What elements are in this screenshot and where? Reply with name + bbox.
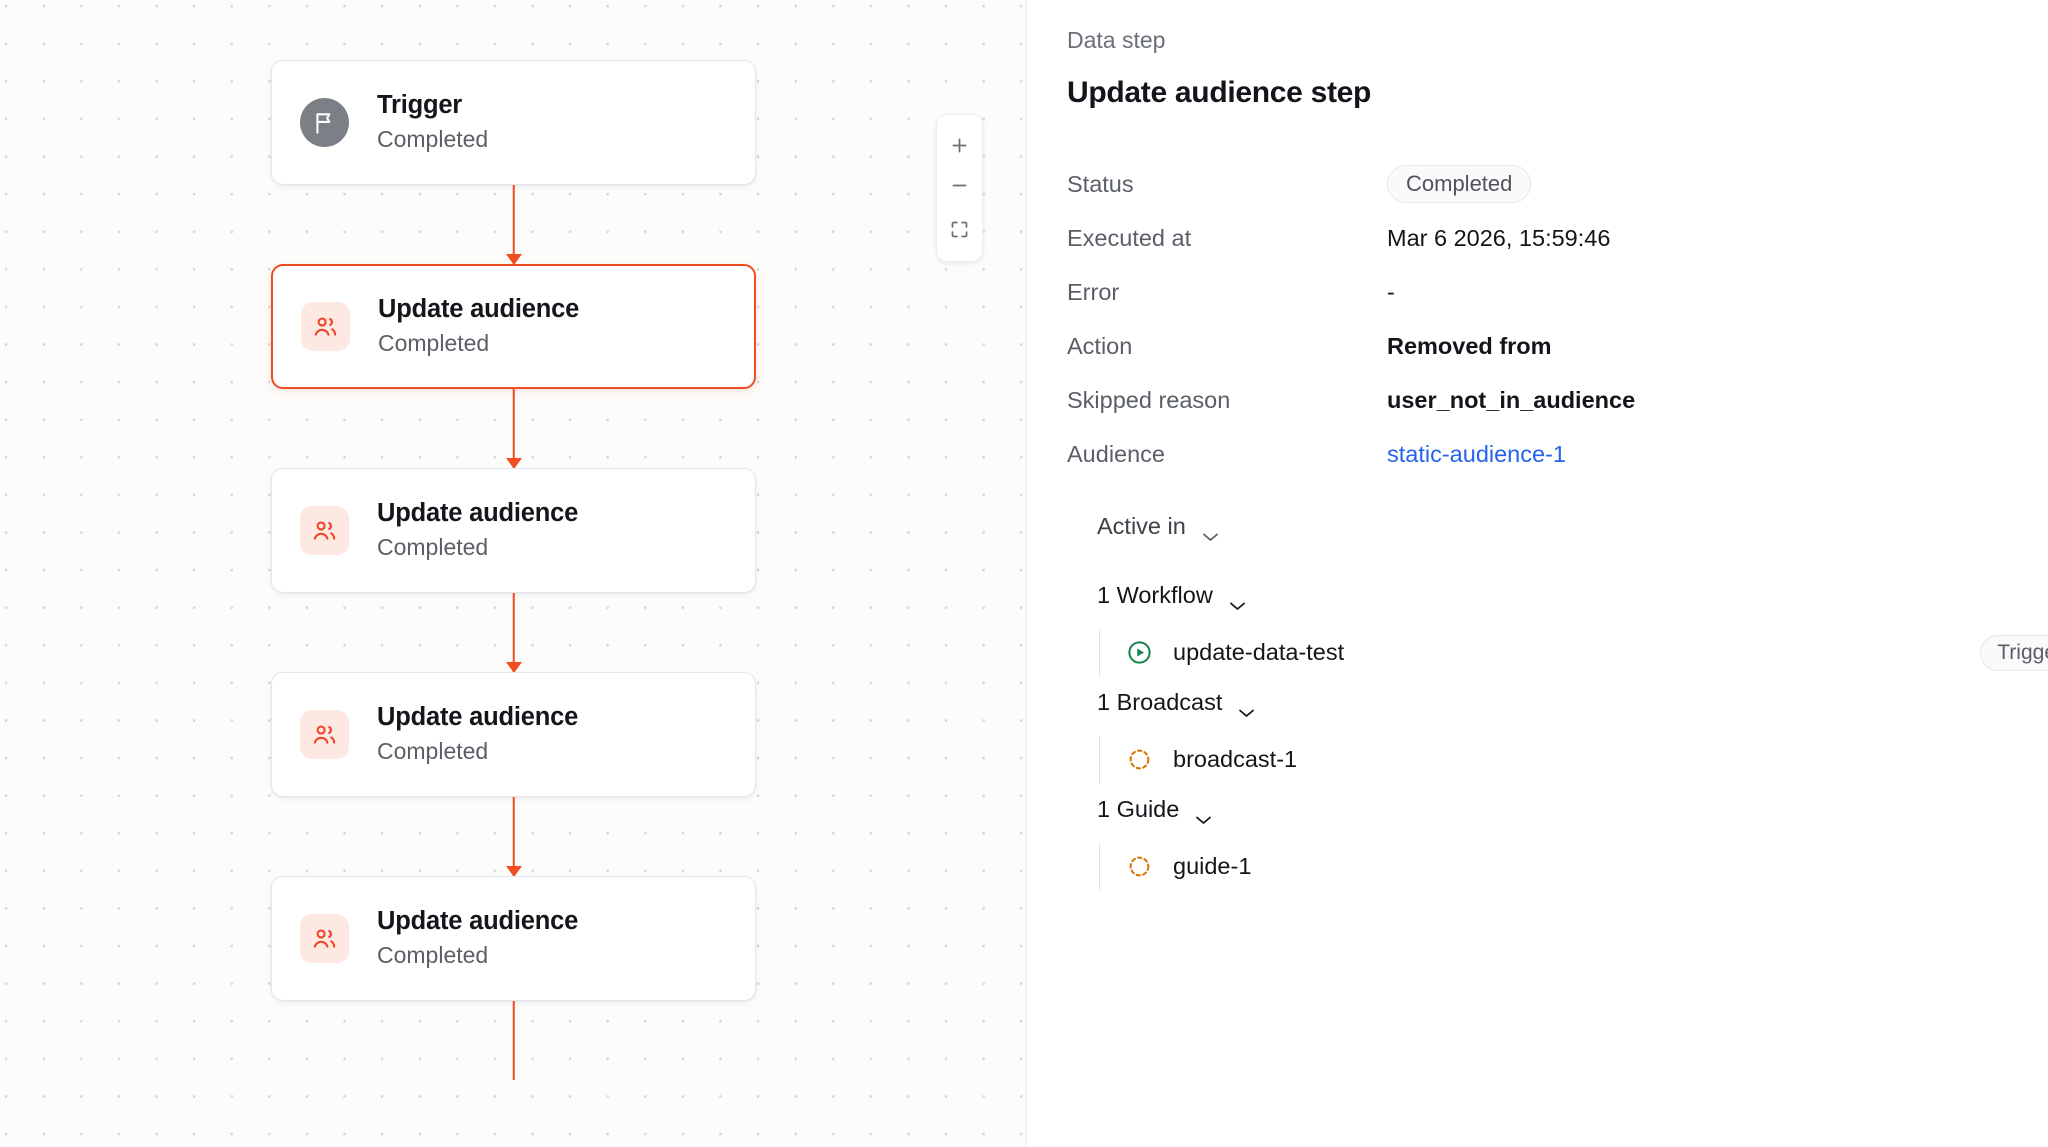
detail-label: Status <box>1067 171 1134 198</box>
group-label: 1 Broadcast <box>1097 688 1223 715</box>
active-in-toggle[interactable]: Active in <box>1097 512 2008 542</box>
group-toggle-guide[interactable]: 1 Guide <box>1097 795 2008 825</box>
connector-arrow <box>271 593 756 673</box>
detail-label: Executed at <box>1067 225 1192 252</box>
detail-value: Removed from <box>1387 333 1552 360</box>
detail-label: Action <box>1067 333 1133 360</box>
connector-arrow <box>271 185 756 265</box>
zoom-in-button[interactable] <box>939 125 981 165</box>
group-label: 1 Workflow <box>1097 581 1213 608</box>
zoom-out-button[interactable] <box>939 165 981 205</box>
step-detail-panel: Data step Update audience step Status Co… <box>1026 0 2048 1147</box>
page-title: Update audience step <box>1067 75 1372 109</box>
flag-icon <box>300 98 349 147</box>
status-badge-trigger: Trigger <box>1980 634 2048 671</box>
node-title: Update audience <box>378 295 580 324</box>
connector-line-continues <box>271 1001 756 1080</box>
detail-list: Status Completed Executed at Mar 6 2026,… <box>1067 164 2008 475</box>
node-status: Completed <box>378 329 490 356</box>
detail-value: - <box>1387 279 1395 306</box>
status-badge: Completed <box>1387 165 1532 204</box>
users-icon <box>300 710 349 759</box>
workflow-node-update-audience-2[interactable]: Update audience Completed <box>271 468 756 593</box>
node-text: Update audience Completed <box>377 498 578 563</box>
workflow-node-trigger[interactable]: Trigger Completed <box>271 60 756 185</box>
group-items: broadcast-1 <box>1099 735 2008 784</box>
node-status: Completed <box>377 125 489 152</box>
detail-row-skipped-reason: Skipped reason user_not_in_audience <box>1067 380 2008 421</box>
detail-row-executed-at: Executed at Mar 6 2026, 15:59:46 <box>1067 218 2008 259</box>
node-text: Update audience Completed <box>378 294 579 359</box>
detail-value: user_not_in_audience <box>1387 387 1636 414</box>
group-toggle-workflow[interactable]: 1 Workflow <box>1097 581 2008 611</box>
workflow-node-update-audience-4[interactable]: Update audience Completed <box>271 876 756 1001</box>
node-title: Update audience <box>377 499 579 528</box>
node-text: Trigger Completed <box>377 90 488 155</box>
chevron-down-icon <box>1195 804 1212 825</box>
list-item-label: broadcast-1 <box>1173 746 1298 773</box>
workflow-node-update-audience-1[interactable]: Update audience Completed <box>271 264 756 389</box>
group-items: update-data-test Trigger <box>1099 628 2048 677</box>
workflow-canvas[interactable]: Trigger Completed Update <box>0 0 1026 1147</box>
fit-to-view-button[interactable] <box>939 209 981 249</box>
list-item-label: update-data-test <box>1173 639 1345 666</box>
node-title: Update audience <box>377 703 579 732</box>
node-status: Completed <box>377 533 489 560</box>
chevron-down-icon <box>1202 521 1219 542</box>
chevron-down-icon <box>1229 590 1246 611</box>
group-toggle-broadcast[interactable]: 1 Broadcast <box>1097 688 2008 718</box>
workflow-node-update-audience-3[interactable]: Update audience Completed <box>271 672 756 797</box>
dashed-circle-icon <box>1126 853 1153 880</box>
list-item[interactable]: update-data-test Trigger <box>1126 629 2048 677</box>
dashed-circle-icon <box>1126 746 1153 773</box>
list-item[interactable]: broadcast-1 <box>1126 736 2008 784</box>
group-label: 1 Guide <box>1097 795 1180 822</box>
node-title: Update audience <box>377 907 579 936</box>
detail-row-action: Action Removed from <box>1067 326 2008 367</box>
users-icon <box>300 914 349 963</box>
workflow-node-chain: Trigger Completed Update <box>271 0 756 1080</box>
detail-label: Skipped reason <box>1067 387 1231 414</box>
panel-eyebrow: Data step <box>1067 27 1166 53</box>
connector-arrow <box>271 389 756 469</box>
node-status: Completed <box>377 941 489 968</box>
list-item-label: guide-1 <box>1173 853 1252 880</box>
chevron-down-icon <box>1238 697 1255 718</box>
users-icon <box>300 506 349 555</box>
detail-row-status: Status Completed <box>1067 164 2008 205</box>
detail-row-error: Error - <box>1067 272 2008 313</box>
node-title: Trigger <box>377 91 463 120</box>
play-circle-icon <box>1126 639 1153 666</box>
active-in-label: Active in <box>1097 512 1186 539</box>
detail-label: Audience <box>1067 441 1165 468</box>
detail-value: Mar 6 2026, 15:59:46 <box>1387 225 1611 252</box>
active-in-group-guide: 1 Guide guide-1 <box>1097 796 2008 891</box>
detail-row-audience: Audience static-audience-1 <box>1067 434 2008 475</box>
active-in-group-broadcast: 1 Broadcast broadcast-1 <box>1097 689 2008 784</box>
node-status: Completed <box>377 737 489 764</box>
users-icon <box>301 302 350 351</box>
active-in-section: Active in 1 Workflow <box>1067 512 2048 891</box>
connector-arrow <box>271 797 756 877</box>
node-text: Update audience Completed <box>377 906 578 971</box>
canvas-zoom-controls <box>936 114 983 262</box>
detail-label: Error <box>1067 279 1120 306</box>
audience-link[interactable]: static-audience-1 <box>1387 441 1566 468</box>
active-in-group-workflow: 1 Workflow update-data-test <box>1097 581 2048 677</box>
node-text: Update audience Completed <box>377 702 578 767</box>
group-items: guide-1 <box>1099 842 2008 891</box>
list-item[interactable]: guide-1 <box>1126 843 2008 891</box>
